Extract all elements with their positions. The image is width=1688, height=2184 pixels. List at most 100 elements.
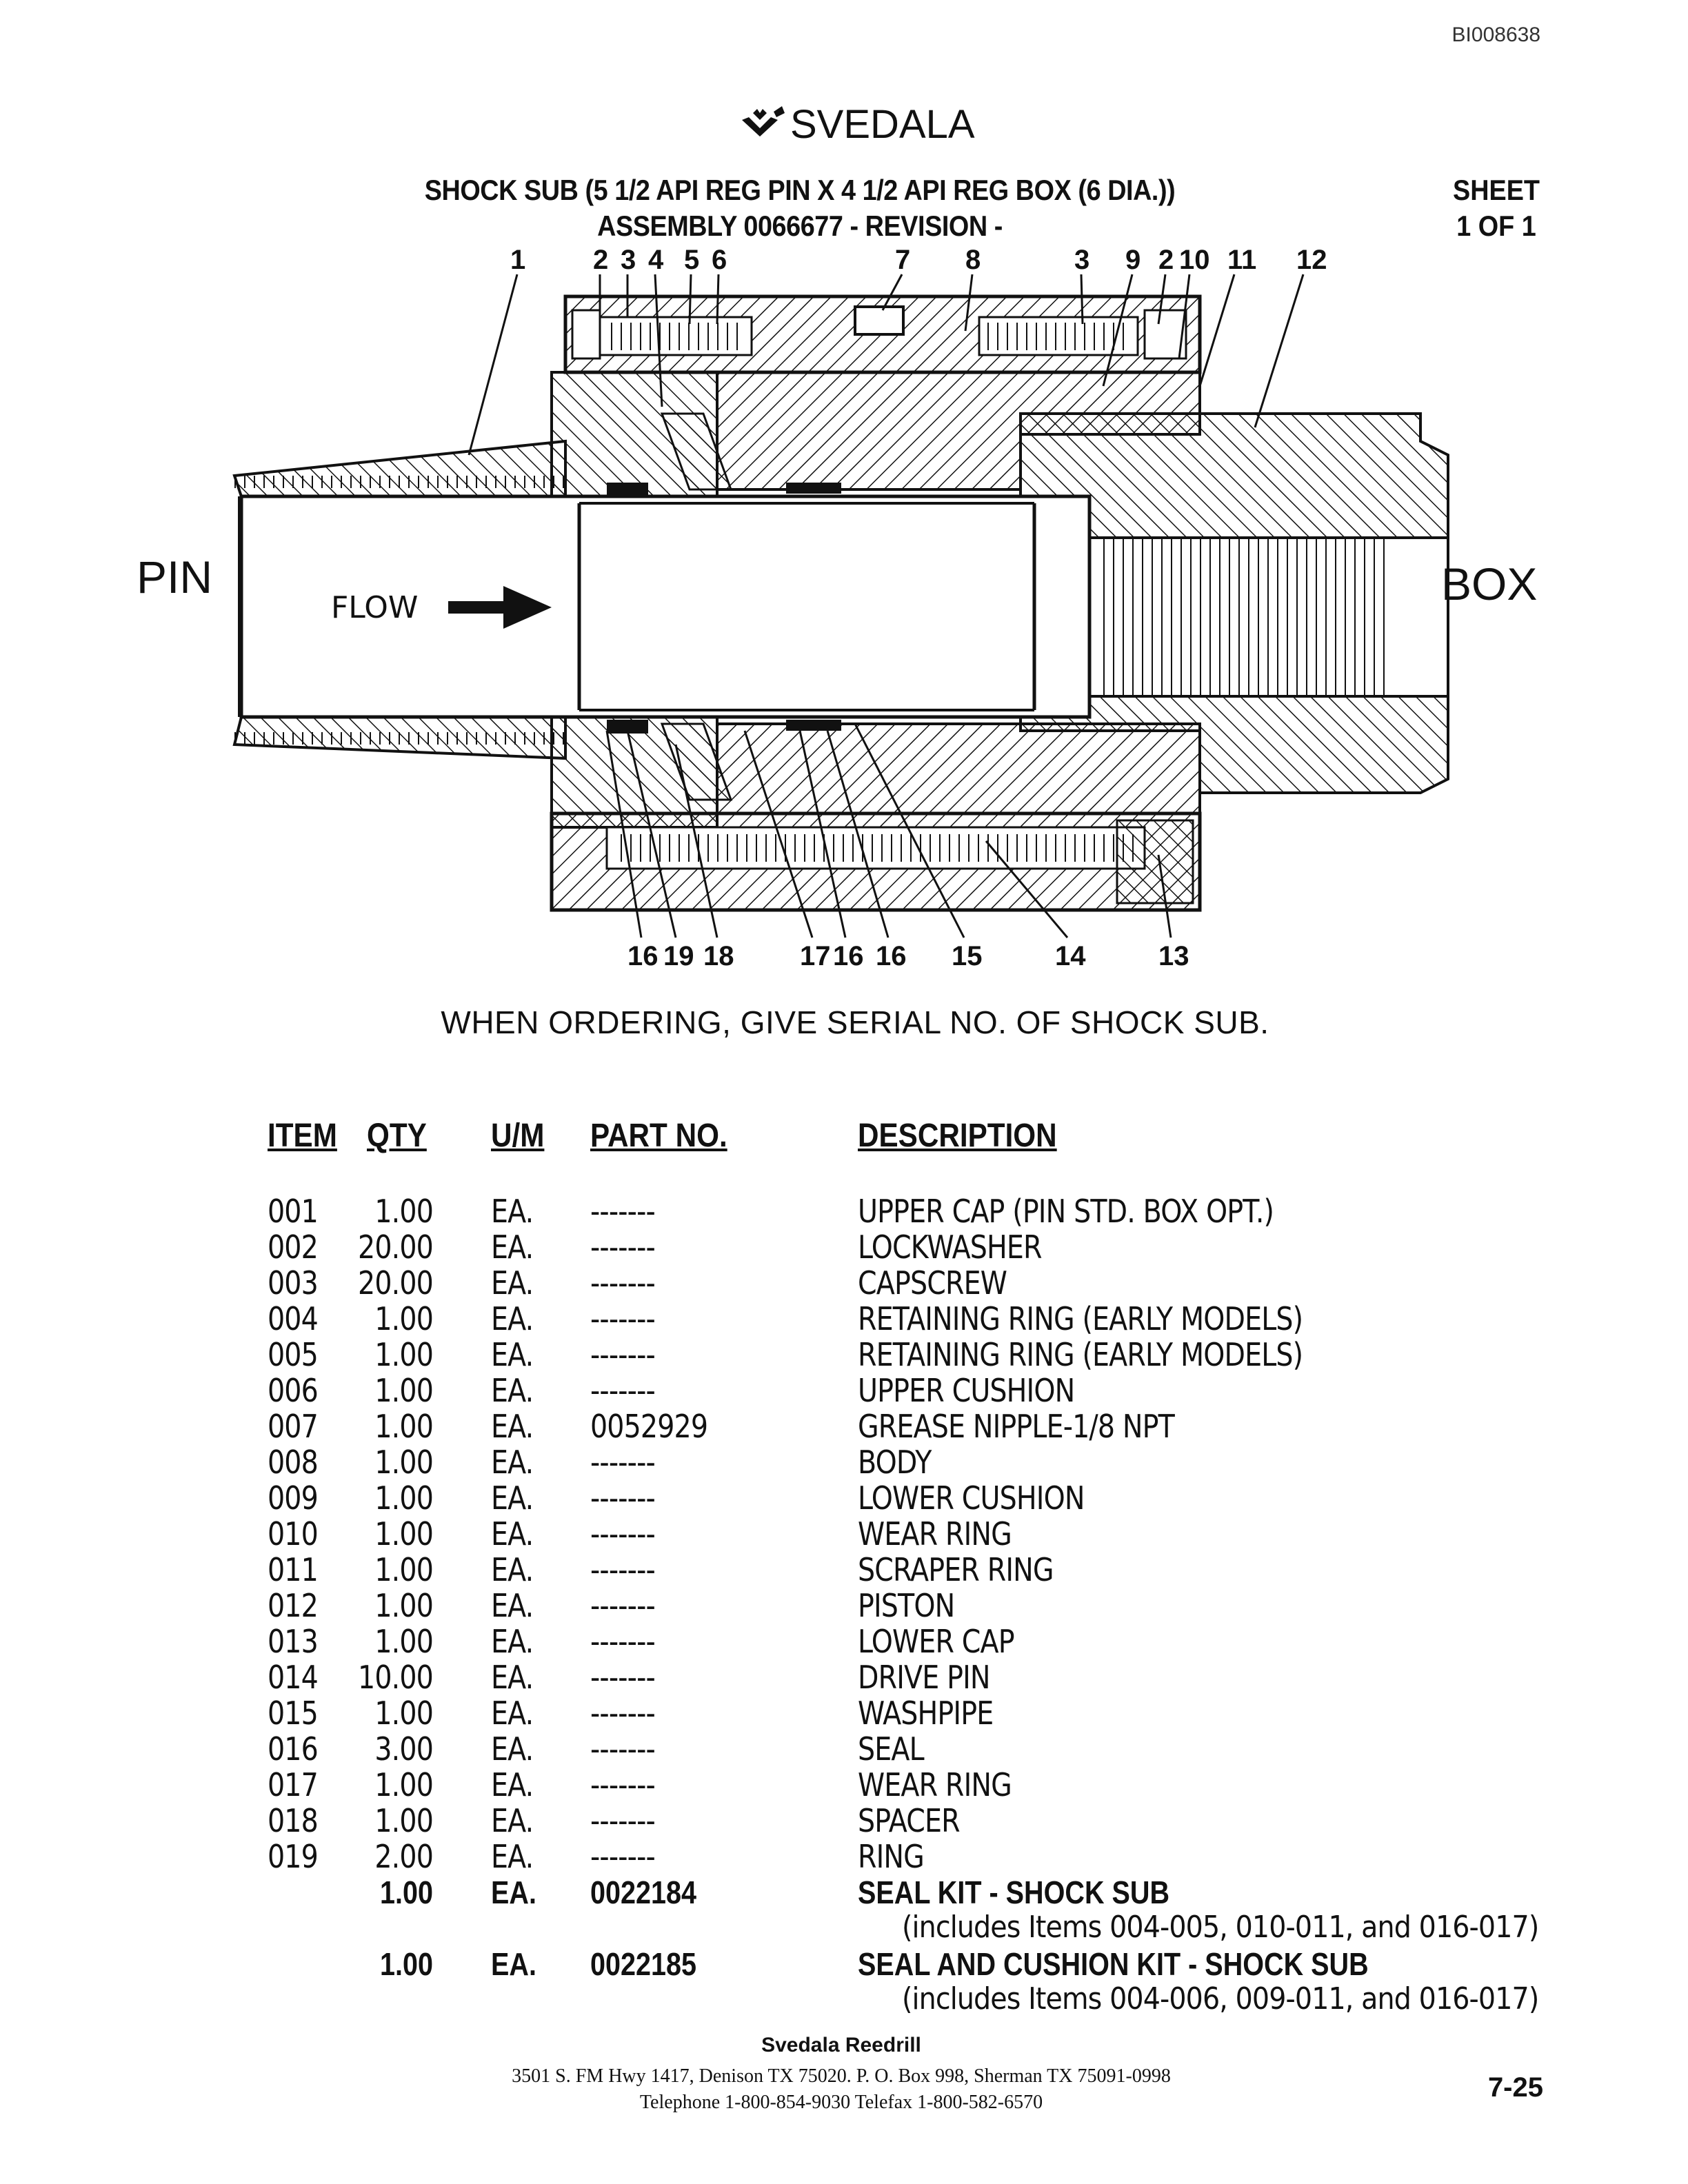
description: SCRAPER RING [858, 1551, 1054, 1588]
description: RETAINING RING (EARLY MODELS) [858, 1300, 1303, 1337]
item-number: 005 [268, 1336, 319, 1373]
description: WEAR RING [858, 1766, 1012, 1803]
description: LOWER CUSHION [858, 1479, 1085, 1517]
unit-of-measure: EA. [491, 1551, 534, 1588]
unit-of-measure: EA. [491, 1838, 534, 1875]
footer-address: 3501 S. FM Hwy 1417, Denison TX 75020. P… [512, 2065, 1171, 2087]
unit-of-measure: EA. [491, 1193, 534, 1230]
kit-unit-of-measure: EA. [491, 1946, 536, 1982]
flow-bore [239, 494, 1092, 719]
callout: 3 [621, 248, 636, 275]
document-id: BI008638 [1451, 23, 1540, 46]
item-number: 013 [268, 1623, 319, 1660]
item-number: 002 [268, 1228, 319, 1266]
item-number: 003 [268, 1264, 319, 1302]
item-number: 011 [268, 1551, 319, 1588]
quantity: 1.00 [374, 1551, 434, 1588]
part-number: ------- [590, 1336, 656, 1373]
callout: 17 [800, 941, 831, 971]
unit-of-measure: EA. [491, 1408, 534, 1445]
part-number: ------- [590, 1659, 656, 1696]
quantity: 1.00 [374, 1444, 434, 1481]
quantity: 1.00 [374, 1372, 434, 1409]
header-description: DESCRIPTION [858, 1118, 1057, 1154]
part-number: ------- [590, 1838, 656, 1875]
kit-part-number: 0022184 [590, 1874, 697, 1910]
part-number: ------- [590, 1300, 656, 1337]
item-number: 015 [268, 1695, 319, 1732]
callout: 10 [1179, 248, 1210, 275]
callout: 19 [663, 941, 694, 971]
part-number: ------- [590, 1587, 656, 1624]
callout: 16 [833, 941, 864, 971]
kit-part-number: 0022185 [590, 1946, 697, 1982]
callouts-bottom: 16 19 18 17 16 16 15 14 13 [627, 941, 1189, 971]
part-number: ------- [590, 1802, 656, 1839]
part-number: ------- [590, 1193, 656, 1230]
sheet-number: SHEET 1 OF 1 [1440, 172, 1552, 244]
part-number: ------- [590, 1730, 656, 1768]
item-number: 001 [268, 1193, 319, 1230]
callout-leaders-top [468, 274, 1305, 456]
part-number: ------- [590, 1444, 656, 1481]
callout: 15 [952, 941, 983, 971]
callout: 11 [1227, 248, 1256, 275]
footer-company: Svedala Reedrill [761, 2034, 921, 2056]
flow-arrow-icon [448, 586, 552, 629]
description: SPACER [858, 1802, 961, 1839]
item-number: 010 [268, 1515, 319, 1553]
callout: 16 [876, 941, 907, 971]
svedala-logo: SVEDALA [739, 97, 987, 152]
description: GREASE NIPPLE-1/8 NPT [858, 1408, 1175, 1445]
drawing-title: SHOCK SUB (5 1/2 API REG PIN X 4 1/2 API… [415, 172, 1185, 244]
item-number: 018 [268, 1802, 319, 1839]
description: LOWER CAP [858, 1623, 1015, 1660]
description: UPPER CAP (PIN STD. BOX OPT.) [858, 1193, 1274, 1230]
callout: 1 [510, 248, 525, 275]
description: WASHPIPE [858, 1695, 994, 1732]
description: DRIVE PIN [858, 1659, 990, 1696]
quantity: 20.00 [358, 1264, 434, 1302]
sheet-value: 1 OF 1 [1456, 210, 1536, 242]
unit-of-measure: EA. [491, 1623, 534, 1660]
unit-of-measure: EA. [491, 1730, 534, 1768]
part-number: ------- [590, 1695, 656, 1732]
ordering-note: WHEN ORDERING, GIVE SERIAL NO. OF SHOCK … [441, 1004, 1269, 1040]
part-number: ------- [590, 1515, 656, 1553]
item-number: 019 [268, 1838, 319, 1875]
header-qty: QTY [367, 1118, 427, 1154]
title-line-1: SHOCK SUB (5 1/2 API REG PIN X 4 1/2 API… [424, 174, 1176, 206]
kit-includes-note: (includes Items 004-006, 009-011, and 01… [902, 1981, 1539, 2016]
item-number: 009 [268, 1479, 319, 1517]
kit-description: SEAL AND CUSHION KIT - SHOCK SUB [858, 1946, 1369, 1982]
callout: 13 [1158, 941, 1189, 971]
kit-includes-note: (includes Items 004-005, 010-011, and 01… [902, 1910, 1539, 1945]
description: RING [858, 1838, 925, 1875]
part-number: ------- [590, 1766, 656, 1803]
sheet-label: SHEET [1452, 174, 1540, 206]
quantity: 1.00 [374, 1336, 434, 1373]
kit-description: SEAL KIT - SHOCK SUB [858, 1874, 1170, 1910]
callout: 3 [1074, 248, 1089, 275]
unit-of-measure: EA. [491, 1766, 534, 1803]
unit-of-measure: EA. [491, 1372, 534, 1409]
part-number: ------- [590, 1264, 656, 1302]
quantity: 10.00 [358, 1659, 434, 1696]
description: SEAL [858, 1730, 925, 1768]
quantity: 1.00 [374, 1479, 434, 1517]
part-number: ------- [590, 1228, 656, 1266]
kit-unit-of-measure: EA. [491, 1874, 536, 1910]
item-number: 012 [268, 1587, 319, 1624]
